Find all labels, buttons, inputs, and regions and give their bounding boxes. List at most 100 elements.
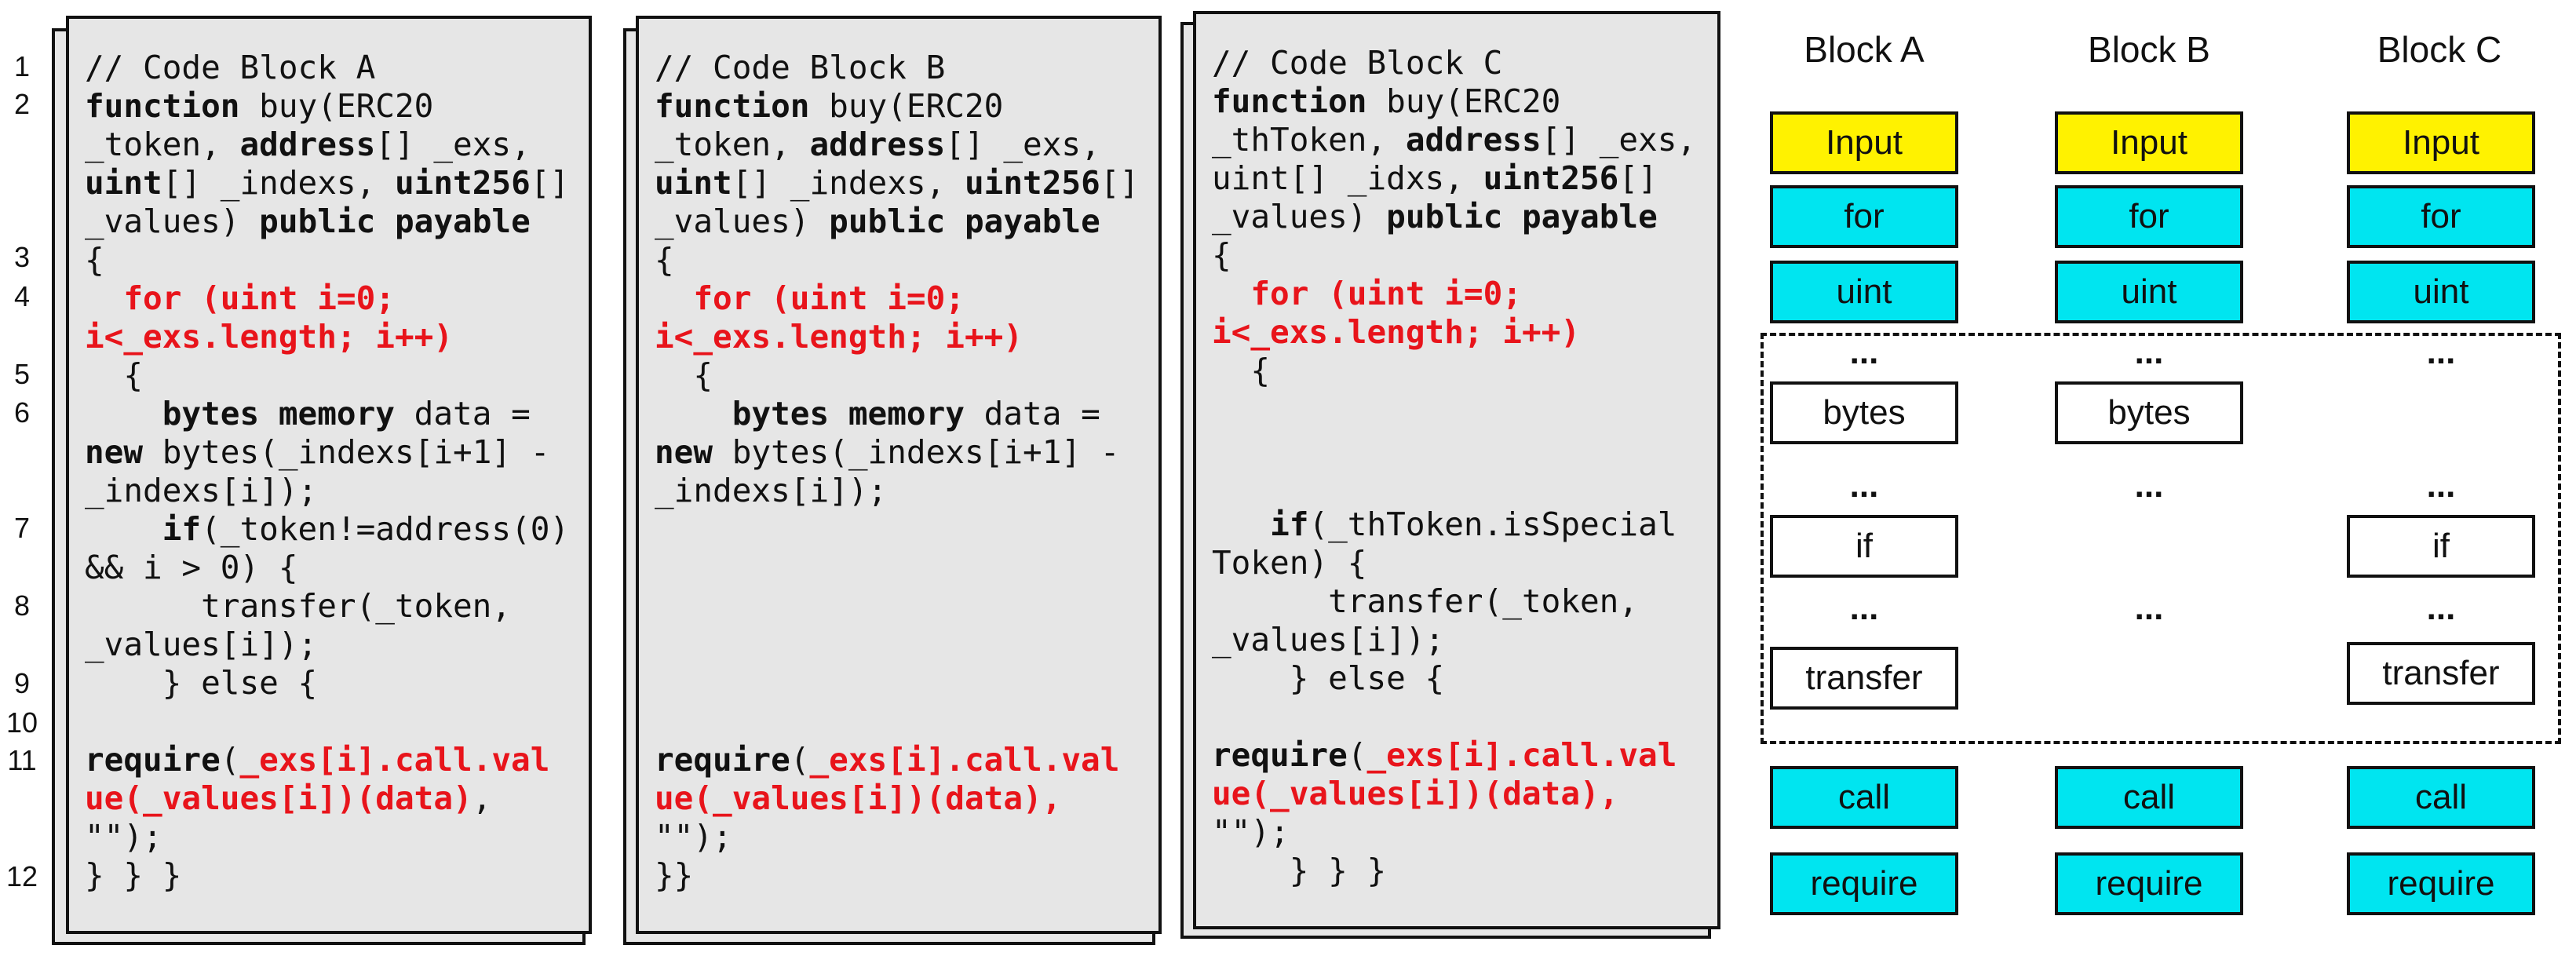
code-line: require(_exs[i].call.val xyxy=(85,741,569,779)
code-line: _values) public payable xyxy=(655,203,1139,241)
code-token: if xyxy=(1270,505,1309,543)
code-token: _values) xyxy=(655,203,830,240)
block-a-transfer-box: transfer xyxy=(1770,647,1958,710)
code-token: require xyxy=(85,741,221,779)
code-line: // Code Block B xyxy=(655,49,1139,87)
code-token: i<_exs.length; i++) xyxy=(85,318,453,356)
code-line: i<_exs.length; i++) xyxy=(655,318,1139,356)
code-line: function buy(ERC20 xyxy=(1212,82,1696,121)
header-block-a: Block A xyxy=(1804,29,1925,70)
code-line: _values[i]); xyxy=(1212,621,1696,659)
block-b-input-box: Input xyxy=(2055,111,2243,174)
block-b-ellipsis: ... xyxy=(2134,466,2164,505)
block-a-if-box: if xyxy=(1770,515,1958,578)
code-line: Token) { xyxy=(1212,544,1696,582)
code-token: [] _exs, xyxy=(375,126,531,163)
code-token: uint256 xyxy=(964,164,1100,202)
code-token: _exs[i].call.val xyxy=(809,741,1120,779)
code-token: uint[] _idxs, xyxy=(1212,159,1483,197)
code-token: require xyxy=(655,741,790,779)
code-token: && i > 0) { xyxy=(85,549,298,586)
code-line: { xyxy=(85,241,569,279)
code-token: { xyxy=(85,241,104,279)
line-number: 10 xyxy=(5,706,38,739)
code-token xyxy=(85,395,162,432)
variable-region-dashed-box xyxy=(1761,333,2561,744)
code-line: for (uint i=0; xyxy=(85,279,569,318)
code-token: Token) { xyxy=(1212,544,1367,582)
code-token: [] xyxy=(1100,164,1140,202)
code-token: i<_exs.length; i++) xyxy=(1212,313,1580,351)
code-token: _exs[i].call.val xyxy=(1366,736,1677,774)
code-token: _values) xyxy=(1212,198,1387,235)
line-number: 8 xyxy=(13,589,31,622)
code-line: new bytes(_indexs[i+1] - xyxy=(85,433,569,472)
code-token: buy(ERC20 xyxy=(809,87,1004,125)
block-a-require-box: require xyxy=(1770,852,1958,915)
code-token: _exs[i].call.val xyxy=(239,741,550,779)
block-b-require-box: require xyxy=(2055,852,2243,915)
block-a-input-box: Input xyxy=(1770,111,1958,174)
code-token: } else { xyxy=(1212,659,1445,697)
code-token: // Code Block A xyxy=(85,49,376,86)
code-line: _values[i]); xyxy=(85,626,569,664)
line-number: 11 xyxy=(7,744,37,776)
code-token: data = xyxy=(394,395,531,432)
code-line xyxy=(655,702,1139,741)
code-line: transfer(_token, xyxy=(85,587,569,626)
code-token xyxy=(655,395,732,432)
code-line: _token, address[] _exs, xyxy=(85,126,569,164)
code-token: { xyxy=(655,356,713,394)
code-line: { xyxy=(655,356,1139,395)
code-line: bytes memory data = xyxy=(655,395,1139,433)
code-line: _values) public payable xyxy=(85,203,569,241)
block-c-ellipsis: ... xyxy=(2426,589,2456,627)
code-token: public payable xyxy=(259,203,531,240)
line-number: 2 xyxy=(13,88,31,120)
block-a-ellipsis: ... xyxy=(1849,589,1879,627)
code-line: // Code Block C xyxy=(1212,44,1696,82)
code-line: if(_thToken.isSpecial xyxy=(1212,505,1696,544)
line-number: 7 xyxy=(13,512,31,544)
code-line: uint[] _indexs, uint256[] xyxy=(85,164,569,203)
code-line xyxy=(655,587,1139,626)
code-line: // Code Block A xyxy=(85,49,569,87)
code-token: [] xyxy=(530,164,570,202)
code-token: _token, xyxy=(655,126,810,163)
block-c-uint-box: uint xyxy=(2347,261,2535,323)
code-token: uint256 xyxy=(394,164,531,202)
code-line xyxy=(655,664,1139,702)
line-number: 3 xyxy=(13,241,31,273)
code-line: } } } xyxy=(85,856,569,895)
code-token: public payable xyxy=(1386,198,1658,235)
code-token xyxy=(1212,505,1270,543)
code-token: address xyxy=(1405,121,1542,159)
line-number: 12 xyxy=(5,860,38,892)
code-token: // Code Block C xyxy=(1212,44,1503,82)
block-b-call-box: call xyxy=(2055,766,2243,829)
code-line: _token, address[] _exs, xyxy=(655,126,1139,164)
code-token: ( xyxy=(1347,736,1367,774)
code-line: for (uint i=0; xyxy=(655,279,1139,318)
code-line: } else { xyxy=(85,664,569,702)
block-a-ellipsis: ... xyxy=(1849,466,1879,505)
block-a-call-box: call xyxy=(1770,766,1958,829)
code-line xyxy=(1212,429,1696,467)
code-line: i<_exs.length; i++) xyxy=(1212,313,1696,352)
code-token: _values[i]); xyxy=(1212,621,1445,659)
code-token: function xyxy=(655,87,810,125)
code-line: if(_token!=address(0) xyxy=(85,510,569,549)
code-token: ue(_values[i])(data) xyxy=(85,779,473,817)
code-token: bytes(_indexs[i+1] - xyxy=(713,433,1120,471)
block-c-ellipsis: ... xyxy=(2426,333,2456,371)
code-line: ue(_values[i])(data), xyxy=(85,779,569,818)
block-c-require-box: require xyxy=(2347,852,2535,915)
code-token: _thToken, xyxy=(1212,121,1406,159)
code-token: for (uint i=0; xyxy=(85,279,395,317)
block-c-ellipsis: ... xyxy=(2426,466,2456,505)
line-number: 4 xyxy=(13,280,31,312)
block-c-for-box: for xyxy=(2347,185,2535,248)
code-line: _values) public payable xyxy=(1212,198,1696,236)
code-line xyxy=(85,702,569,741)
